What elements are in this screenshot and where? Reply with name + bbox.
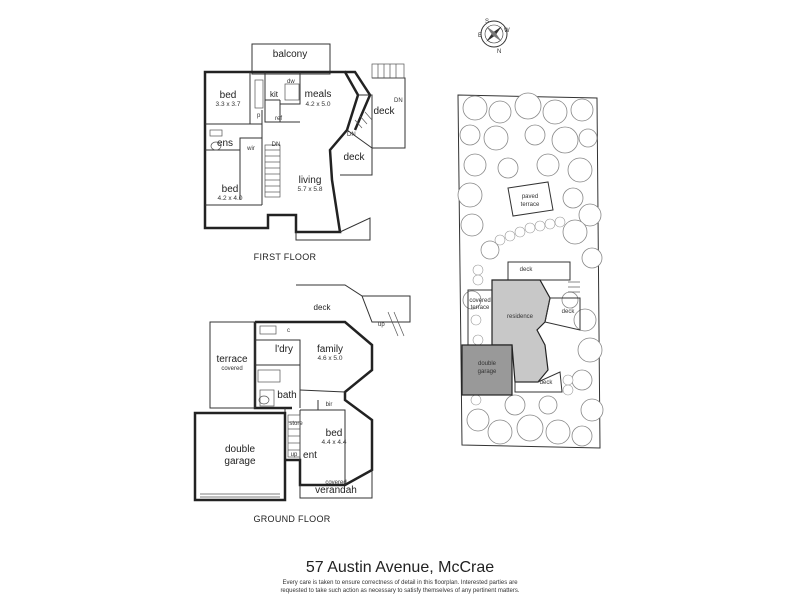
site-covered-label: covered — [469, 298, 490, 304]
wir-label: wir — [246, 146, 255, 152]
stair-up-label: up — [291, 452, 298, 458]
living-dim: 5.7 x 5.8 — [298, 186, 323, 193]
entry-label: ent — [303, 450, 317, 461]
tree-canopy-icons — [457, 92, 604, 447]
pantry-label: p — [257, 113, 261, 119]
lower-deck-dn-label: DN — [347, 132, 356, 138]
laundry-label: l'dry — [275, 344, 293, 355]
site-paved-label: paved — [522, 194, 538, 200]
garage-label-line1: double — [225, 444, 255, 455]
dw-label: dw — [287, 79, 295, 85]
garage-label-line2: garage — [224, 456, 256, 467]
compass-n: N — [497, 49, 501, 55]
terrace-sub-label: covered — [221, 366, 242, 372]
bed1-dim: 3.3 x 3.7 — [216, 101, 241, 108]
compass-e: E — [478, 33, 482, 39]
balcony-label: balcony — [273, 49, 307, 60]
verandah-label: verandah — [315, 485, 357, 496]
first-floor-title: FIRST FLOOR — [254, 252, 317, 262]
ground-bed-dim: 4.4 x 4.4 — [322, 439, 347, 446]
site-garage-label: garage — [478, 369, 497, 375]
ground-bed-label: bed — [326, 428, 343, 439]
upper-deck-label: deck — [373, 106, 395, 117]
property-title: 57 Austin Avenue, McCrae — [306, 559, 494, 576]
ground-floor-title: GROUND FLOOR — [253, 514, 330, 524]
ground-floor-plan: deck up terrace covered double garage co… — [193, 284, 411, 524]
living-label: living — [299, 175, 322, 186]
site-double-label: double — [478, 361, 497, 367]
ground-up-label: up — [378, 322, 385, 328]
ensuite-label: ens — [217, 138, 233, 149]
lower-deck-label: deck — [343, 152, 365, 163]
bed2-label: bed — [222, 184, 239, 195]
meals-label: meals — [305, 89, 332, 100]
site-terrace-label: terrace — [521, 202, 540, 208]
upper-deck-dn-label: DN — [394, 98, 403, 104]
family-dim: 4.6 x 5.0 — [318, 355, 343, 362]
bed1-label: bed — [220, 90, 237, 101]
compass-s: S — [485, 19, 489, 25]
ground-deck-label: deck — [314, 303, 332, 312]
bed2-dim: 4.2 x 4.0 — [218, 195, 243, 202]
hedge-icons — [470, 216, 574, 406]
store-label: store — [289, 421, 303, 427]
compass-icon: S W E N — [478, 19, 510, 55]
first-floor-dn-label: DN — [272, 142, 281, 148]
site-deck-right-label: deck — [562, 309, 576, 315]
ground-c-label: c — [287, 328, 290, 334]
site-residence-label: residence — [507, 314, 534, 320]
bath-label: bath — [277, 390, 296, 401]
family-label: family — [317, 344, 343, 355]
compass-w: W — [504, 28, 510, 34]
first-floor-plan: balcony kit dw p ref meals 4.2 x 5.0 — [203, 43, 406, 262]
disclaimer-line2: requested to take such action as necessa… — [280, 588, 519, 594]
site-deck-top-label: deck — [520, 267, 534, 273]
disclaimer-line1: Every care is taken to ensure correctnes… — [282, 580, 518, 586]
site-covered-terrace-label: terrace — [471, 305, 490, 311]
bir-label: bir — [326, 402, 333, 408]
ref-label: ref — [275, 116, 282, 122]
meals-dim: 4.2 x 5.0 — [306, 101, 331, 108]
terrace-label: terrace — [216, 354, 248, 365]
kit-label: kit — [270, 90, 279, 99]
site-plan: paved terrace deck covered terrace resid… — [457, 92, 604, 449]
verandah-sub-label: covered — [325, 480, 346, 486]
site-deck-bottom-label: deck — [540, 380, 554, 386]
